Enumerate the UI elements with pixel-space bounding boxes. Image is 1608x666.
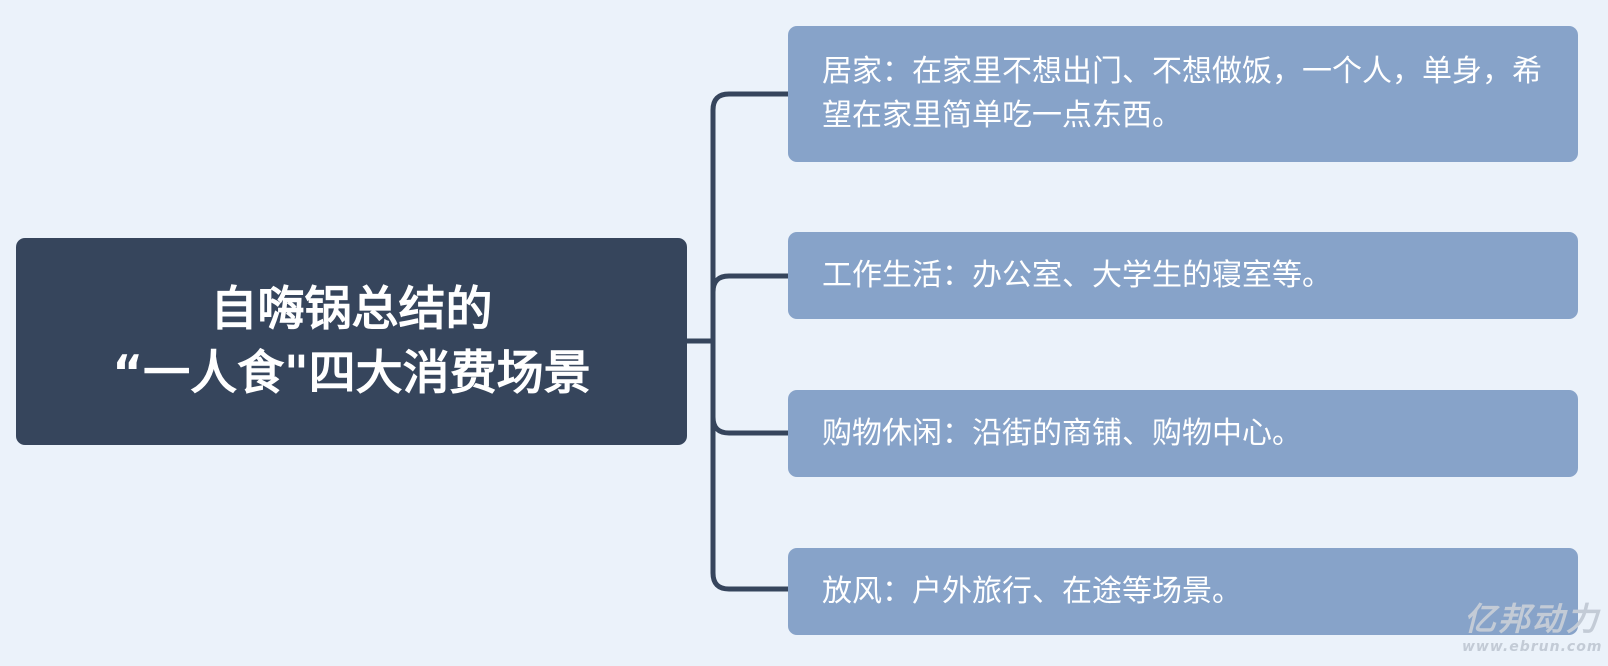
branch-node-outing: 放风：户外旅行、在途等场景。 (788, 548, 1578, 635)
root-title-line-1: 自嗨锅总结的 (210, 281, 493, 337)
watermark-url: www.ebrun.com (1462, 639, 1603, 655)
branch-text-home: 居家：在家里不想出门、不想做饭，一个人，单身，希望在家里简单吃一点东西。 (822, 54, 1542, 133)
branch-text-shopping: 购物休闲：沿街的商铺、购物中心。 (822, 415, 1302, 451)
connector-trunk (710, 91, 788, 592)
connector-branch-2 (710, 273, 788, 293)
branch-node-shopping: 购物休闲：沿街的商铺、购物中心。 (788, 390, 1578, 477)
branch-node-work: 工作生活：办公室、大学生的寝室等。 (788, 232, 1578, 319)
branch-text-work: 工作生活：办公室、大学生的寝室等。 (822, 257, 1332, 293)
connector-branch-3 (710, 416, 788, 436)
root-title-line-2: “一人食"四大消费场景 (112, 345, 591, 401)
watermark: 亿邦动力 www.ebrun.com (1462, 600, 1602, 656)
branch-node-home: 居家：在家里不想出门、不想做饭，一个人，单身，希望在家里简单吃一点东西。 (788, 26, 1578, 162)
watermark-brand: 亿邦动力 (1463, 600, 1600, 638)
branch-text-outing: 放风：户外旅行、在途等场景。 (822, 573, 1242, 609)
root-node: 自嗨锅总结的 “一人食"四大消费场景 (16, 238, 687, 445)
